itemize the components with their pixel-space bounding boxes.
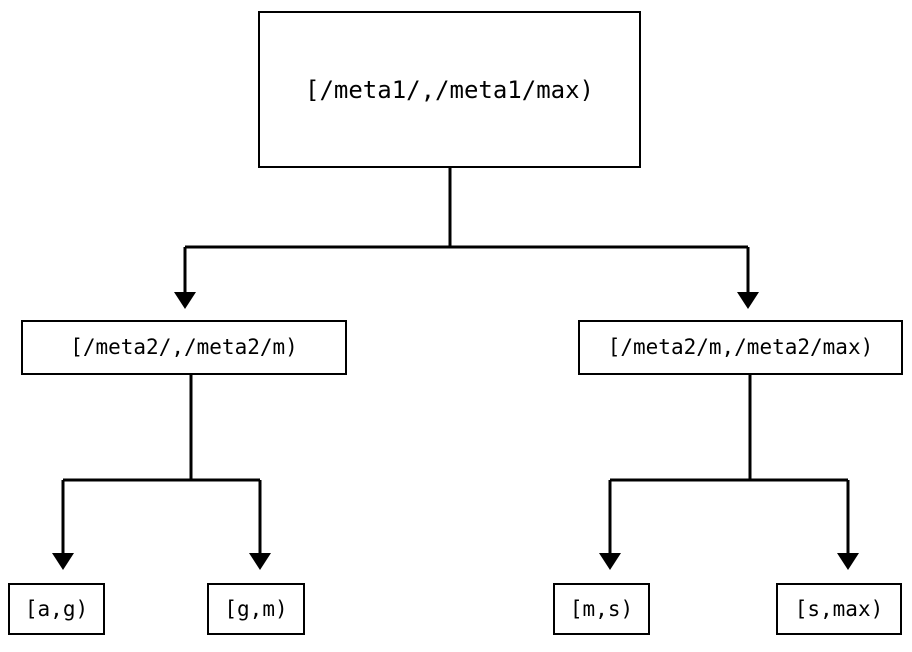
arrowhead-meta2-high-to-leaf-smax xyxy=(837,553,859,570)
tree-node-leaf-smax[interactable]: [s,max) xyxy=(776,583,902,635)
tree-node-leaf-smax-label: [s,max) xyxy=(794,596,884,621)
tree-node-meta2-high-label: [/meta2/m,/meta2/max) xyxy=(607,335,874,359)
tree-node-meta2-high[interactable]: [/meta2/m,/meta2/max) xyxy=(578,320,903,375)
tree-node-meta2-low[interactable]: [/meta2/,/meta2/m) xyxy=(21,320,347,375)
tree-node-leaf-gm[interactable]: [g,m) xyxy=(207,583,305,635)
tree-node-leaf-gm-label: [g,m) xyxy=(224,596,288,621)
tree-node-leaf-ms-label: [m,s) xyxy=(569,596,634,621)
arrowhead-meta2-high-to-leaf-ms xyxy=(599,553,621,570)
arrowhead-root-to-meta2-low xyxy=(174,292,196,309)
tree-node-root[interactable]: [/meta1/,/meta1/max) xyxy=(258,11,641,168)
tree-node-root-label: [/meta1/,/meta1/max) xyxy=(305,75,594,104)
tree-node-meta2-low-label: [/meta2/,/meta2/m) xyxy=(70,335,298,359)
edge-meta2-low-to-leaves-group xyxy=(61,375,262,553)
tree-node-leaf-ag-label: [a,g) xyxy=(24,596,89,621)
arrowhead-meta2-low-to-leaf-ag xyxy=(52,553,74,570)
tree-node-leaf-ms[interactable]: [m,s) xyxy=(553,583,650,635)
edge-root-to-meta2-group xyxy=(183,168,750,292)
edge-meta2-high-to-leaves-group xyxy=(608,375,850,553)
arrowhead-meta2-low-to-leaf-gm xyxy=(249,553,271,570)
arrowhead-root-to-meta2-high xyxy=(737,292,759,309)
tree-node-leaf-ag[interactable]: [a,g) xyxy=(8,583,105,635)
